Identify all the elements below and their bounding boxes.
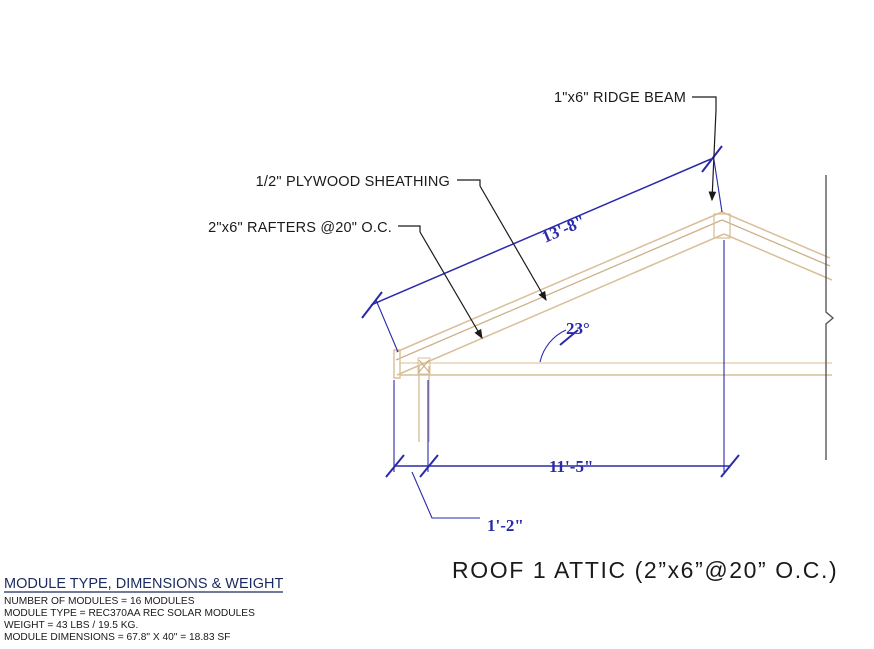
ridge-beam-leader-hook bbox=[692, 96, 717, 110]
right-rafter-bottom-line bbox=[723, 233, 833, 281]
pitch-angle-tick bbox=[559, 329, 579, 346]
plywood-sheathing-label: 1/2" PLYWOOD SHEATHING bbox=[256, 174, 450, 190]
attic-span-tick-right bbox=[720, 454, 740, 478]
attic-span-tick-left bbox=[419, 454, 439, 478]
roof-structure-lumber bbox=[393, 211, 833, 442]
module-spec-block: MODULE TYPE, DIMENSIONS & WEIGHT NUMBER … bbox=[4, 576, 283, 643]
dimension-lines bbox=[361, 145, 740, 519]
rafter-length-ext-left bbox=[375, 299, 399, 353]
rafter-length-dim-tick-right bbox=[701, 145, 723, 173]
spec-line-dimensions: MODULE DIMENSIONS = 67.8" X 40" = 18.83 … bbox=[4, 632, 230, 643]
pitch-angle-arc bbox=[539, 329, 567, 363]
rafter-length-ext-right bbox=[713, 159, 723, 213]
pitch-angle-dim-text: 23° bbox=[566, 319, 590, 338]
left-sheathing-top-line bbox=[395, 211, 723, 353]
annotation-leaders bbox=[398, 96, 717, 340]
rafters-leader bbox=[419, 231, 483, 340]
ridge-beam-label: 1"x6" RIDGE BEAM bbox=[554, 90, 686, 106]
drawing-title: ROOF 1 ATTIC (2”x6”@20” O.C.) bbox=[452, 557, 838, 583]
eave-overhang-leader bbox=[411, 471, 480, 519]
right-sheathing-bottom-line bbox=[721, 219, 831, 267]
left-sheathing-bottom-line bbox=[395, 219, 723, 361]
spec-line-module-count: NUMBER OF MODULES = 16 MODULES bbox=[4, 596, 195, 607]
rafter-length-dim-line bbox=[370, 158, 712, 306]
spec-line-weight: WEIGHT = 43 LBS / 19.5 KG. bbox=[4, 620, 138, 631]
eave-overhang-dim-text: 1'-2" bbox=[487, 516, 524, 535]
sheathing-leader-hook bbox=[457, 179, 481, 186]
left-rafter-bottom-line bbox=[396, 233, 725, 376]
spec-block-heading: MODULE TYPE, DIMENSIONS & WEIGHT bbox=[4, 576, 283, 592]
eave-overhang-tick-left bbox=[385, 454, 405, 478]
rafter-length-dim-tick-left bbox=[361, 291, 383, 319]
spec-line-module-type: MODULE TYPE = REC370AA REC SOLAR MODULES bbox=[4, 608, 255, 619]
right-sheathing-top-line bbox=[721, 211, 831, 259]
right-break-line bbox=[825, 175, 835, 460]
top-plate-block bbox=[417, 357, 431, 375]
attic-span-dim-text: 11'-5" bbox=[549, 457, 593, 476]
rafters-label: 2"x6" RAFTERS @20" O.C. bbox=[208, 220, 392, 236]
ridge-beam-member bbox=[713, 213, 731, 239]
left-eave-fascia bbox=[393, 349, 401, 379]
top-plate-hatch bbox=[418, 359, 430, 373]
sheathing-leader bbox=[479, 185, 547, 302]
ridge-beam-leader bbox=[708, 109, 717, 202]
rafters-leader-hook bbox=[398, 225, 421, 232]
